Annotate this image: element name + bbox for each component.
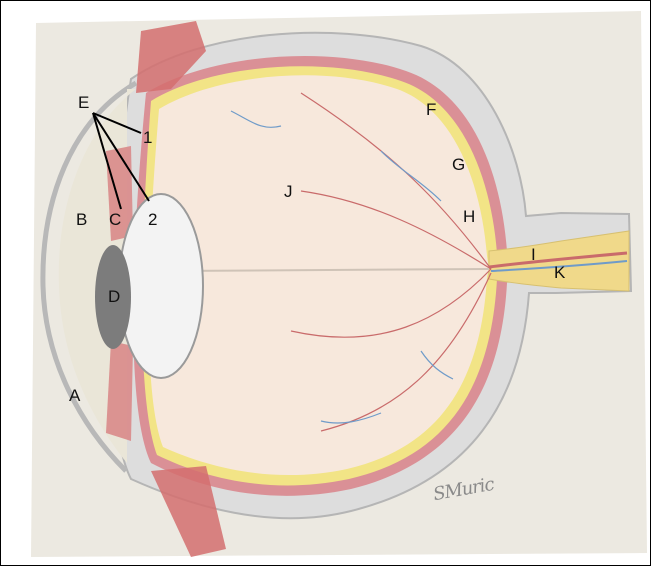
label-F: F: [426, 101, 436, 118]
label-G: G: [452, 156, 465, 173]
lens: [119, 194, 203, 378]
label-B: B: [76, 211, 87, 228]
label-A: A: [69, 387, 80, 404]
label-J: J: [284, 183, 293, 200]
label-D: D: [108, 288, 120, 305]
label-C: C: [109, 211, 121, 228]
label-H: H: [463, 208, 475, 225]
label-1: 1: [143, 129, 152, 146]
label-I: I: [531, 246, 536, 263]
label-K: K: [554, 264, 565, 281]
label-2: 2: [148, 211, 157, 228]
label-E: E: [78, 94, 89, 111]
